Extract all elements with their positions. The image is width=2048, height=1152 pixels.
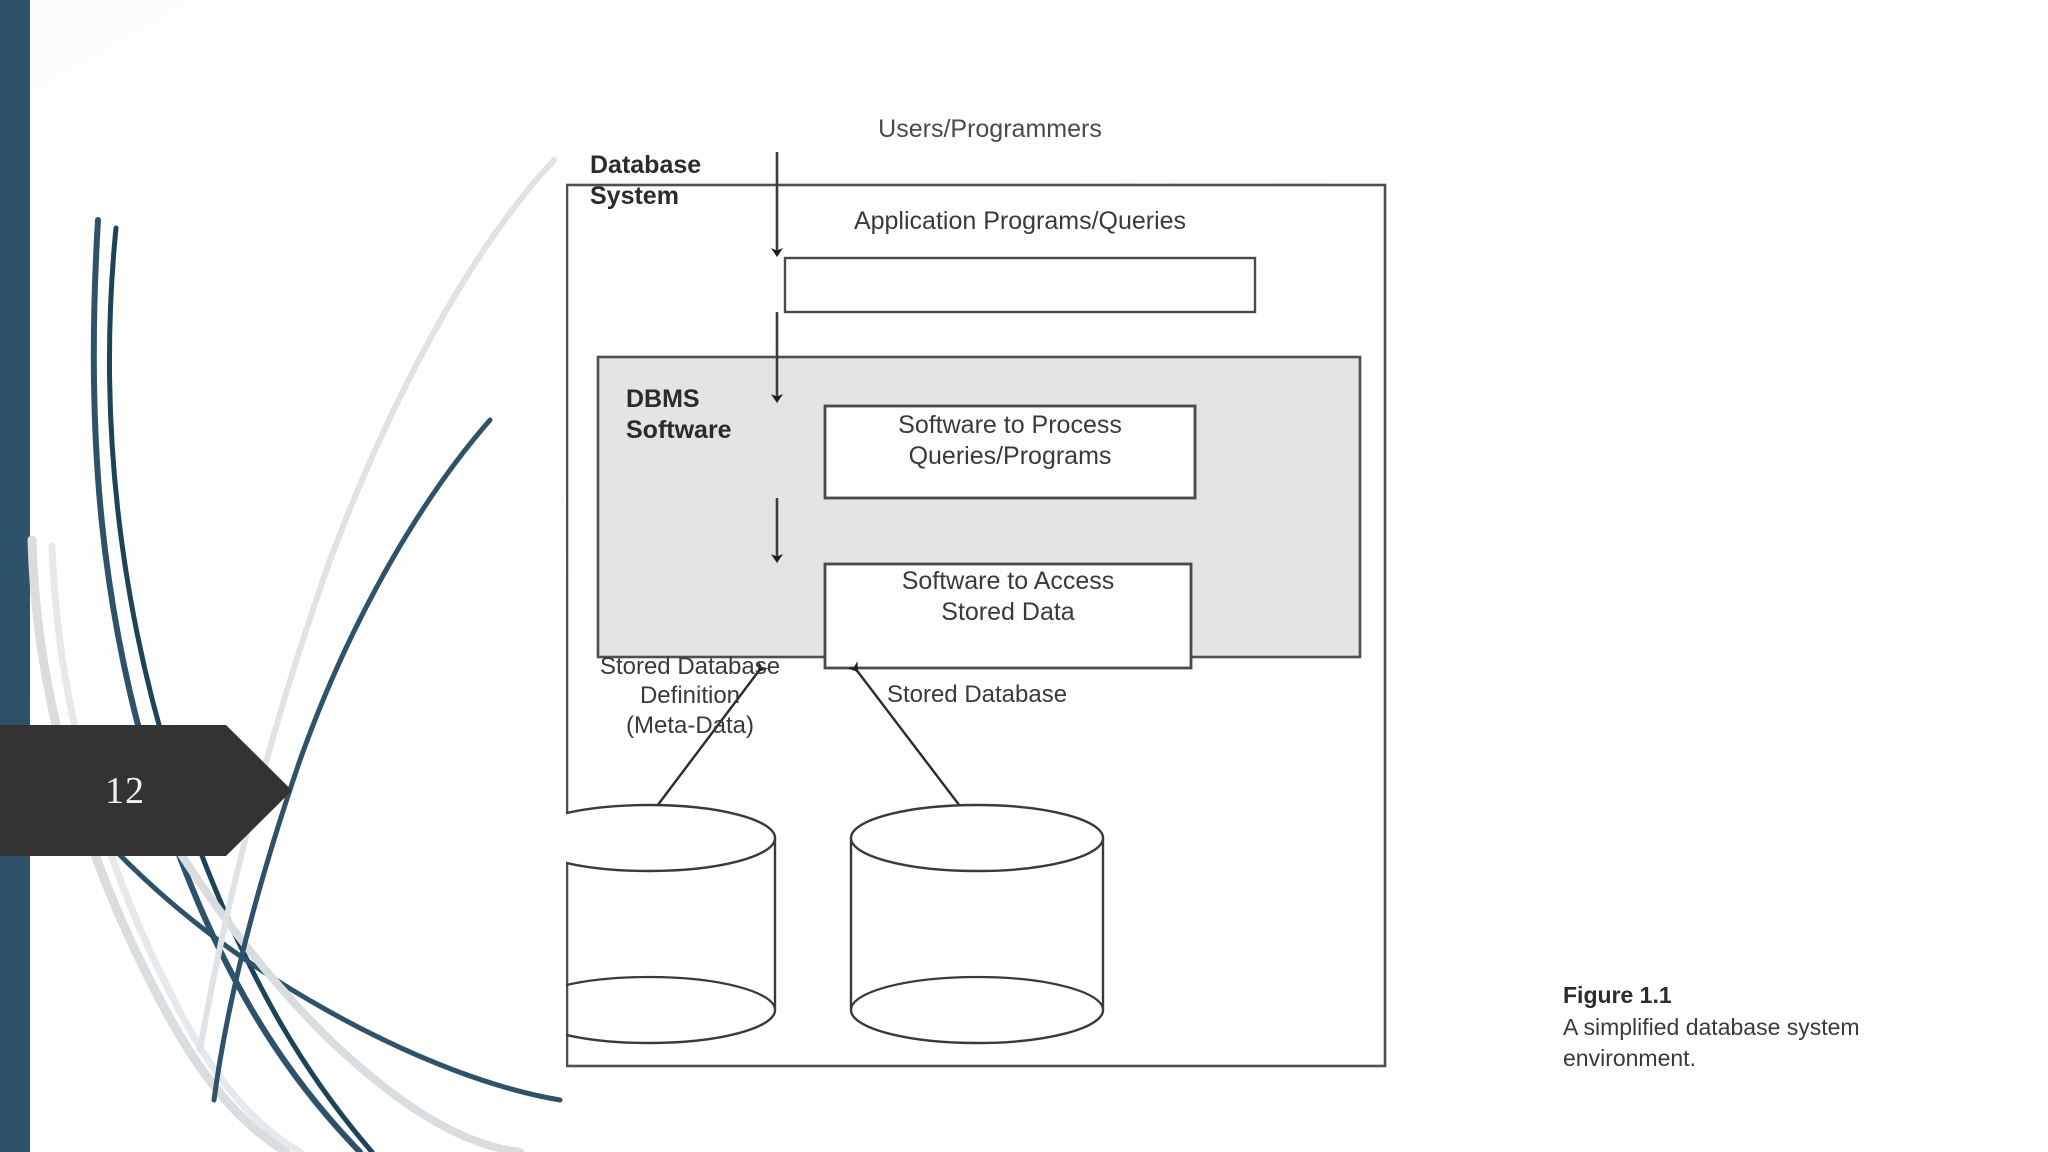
stored-database-label: Stored Database [886,681,1068,708]
caption-title: Figure 1.1 [1563,982,1672,1008]
application-programs-label: Application Programs/Queries [853,207,1187,235]
badge-shape [0,725,292,856]
stored-database-definition-label: Stored Database Definition (Meta-Data) [599,653,781,739]
application-programs-box [783,256,1257,314]
software-access-box [823,562,1193,670]
figure-caption: Figure 1.1 A simplified database system … [1563,980,1893,1073]
figure-diagram: Users/Programmers Database System DBMS S… [566,112,1406,1082]
users-programmers-label: Users/Programmers [878,115,1102,143]
page-number: 12 [105,769,145,812]
stored-database-cylinder [849,803,1105,1045]
software-process-label: Software to Process Queries/Programs [898,411,1122,470]
decorative-curves [27,157,563,1152]
software-access-label: Software to Access Stored Data [901,567,1115,626]
software-process-box [823,404,1197,500]
arrow-access-to-metadata [647,661,769,818]
page-number-badge: 12 [0,725,292,856]
caption-body: A simplified database system environment… [1563,1014,1860,1071]
dbms-software-label: DBMS Software [626,385,732,444]
stored-database-definition-cylinder [566,803,777,1045]
figure-vector [566,152,1387,1068]
database-system-frame [566,183,1387,1068]
database-system-label: Database System [590,151,702,210]
left-accent-bar [0,0,30,1152]
arrow-access-to-database [847,661,970,818]
